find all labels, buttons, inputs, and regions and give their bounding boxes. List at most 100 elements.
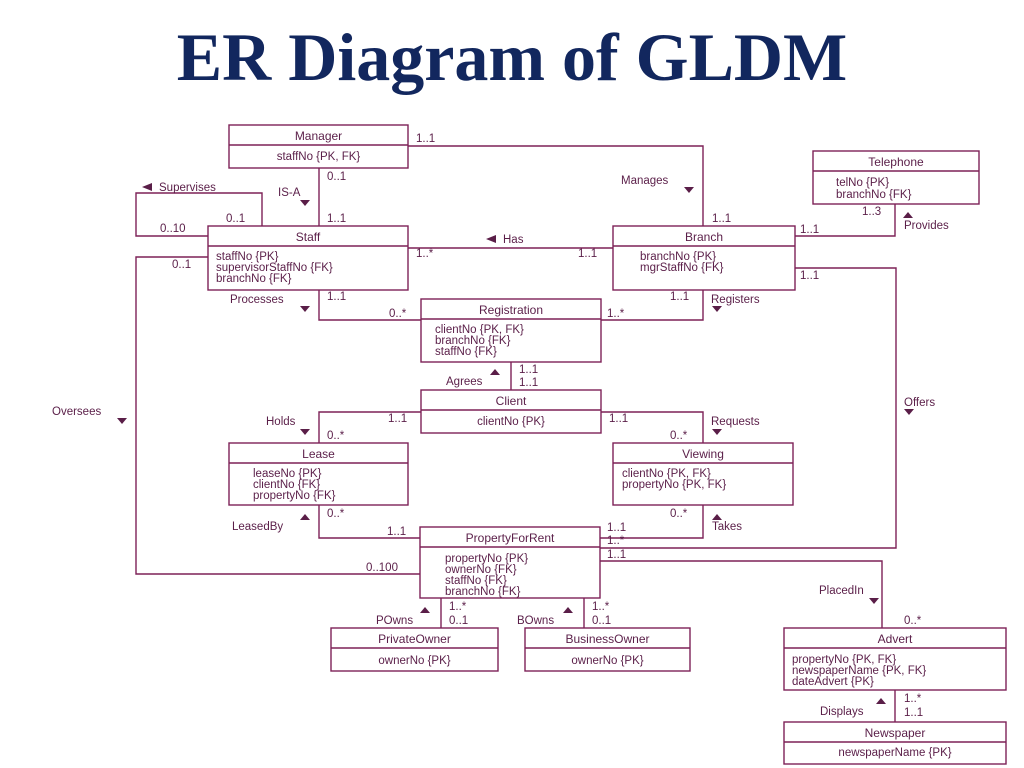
entity-viewing[interactable]: Viewing clientNo {PK, FK} propertyNo {PK… (612, 442, 794, 506)
entity-name: Lease (302, 447, 335, 461)
entity-name: Client (496, 394, 527, 408)
entity-attribute: staffNo {FK} (445, 575, 507, 587)
line-requests (601, 411, 704, 443)
multiplicity: 1..1 (670, 291, 689, 303)
multiplicity: 0..10 (160, 223, 186, 235)
entity-attribute: propertyNo {FK} (253, 490, 336, 502)
multiplicity: 1..1 (800, 224, 819, 236)
rel-label-displays: Displays (820, 706, 864, 718)
line-holds (318, 411, 421, 443)
arrow-down-icon (869, 598, 879, 604)
multiplicity: 0..* (670, 508, 688, 520)
entity-name: Telephone (868, 155, 924, 169)
multiplicity: 0..* (670, 430, 688, 442)
entity-attribute: branchNo {FK} (445, 586, 521, 598)
arrow-up-icon (903, 212, 913, 218)
line-leasedby (318, 505, 420, 539)
multiplicity: 1..* (904, 693, 922, 705)
arrow-down-icon (684, 187, 694, 193)
rel-label-processes: Processes (230, 294, 284, 306)
arrow-down-icon (117, 418, 127, 424)
entity-attribute: dateAdvert {PK} (792, 676, 874, 688)
rel-label-offers: Offers (904, 397, 935, 409)
entity-attribute: leaseNo {PK} (253, 468, 322, 480)
entity-attribute: staffNo {FK} (435, 346, 497, 358)
entity-lease[interactable]: Lease leaseNo {PK} clientNo {FK} propert… (228, 442, 409, 506)
multiplicity: 1..1 (800, 270, 819, 282)
entity-attribute: propertyNo {PK} (445, 553, 528, 565)
rel-label-bowns: BOwns (517, 615, 554, 627)
entity-advert[interactable]: Advert propertyNo {PK, FK} newspaperName… (783, 627, 1007, 691)
rel-label-has: Has (503, 234, 524, 246)
line-processes (318, 290, 421, 321)
arrow-up-icon (876, 698, 886, 704)
rel-label-provides: Provides (904, 220, 949, 232)
rel-label-powns: POwns (376, 615, 413, 627)
arrow-up-icon (563, 607, 573, 613)
entity-manager[interactable]: Manager staffNo {PK, FK} (228, 124, 409, 169)
rel-label-supervises: Supervises (159, 182, 216, 194)
line-placedin (600, 560, 883, 628)
rel-label-leasedby: LeasedBy (232, 521, 283, 533)
entity-attribute: clientNo {PK} (477, 416, 545, 428)
entity-attribute: staffNo {PK, FK} (277, 151, 361, 163)
arrow-left-icon (486, 235, 496, 243)
arrow-up-icon (490, 369, 500, 375)
arrow-up-icon (420, 607, 430, 613)
multiplicity: 0..* (389, 308, 407, 320)
entity-name: PropertyForRent (466, 531, 555, 545)
rel-label-oversees: Oversees (52, 406, 101, 418)
multiplicity: 1..1 (712, 213, 731, 225)
entity-private-owner[interactable]: PrivateOwner ownerNo {PK} (330, 627, 499, 672)
entity-property-for-rent[interactable]: PropertyForRent propertyNo {PK} ownerNo … (419, 526, 601, 599)
relationship-lines (135, 145, 897, 722)
multiplicity: 1..* (416, 248, 434, 260)
entity-telephone[interactable]: Telephone telNo {PK} branchNo {FK} (812, 150, 980, 205)
multiplicity: 1..1 (607, 522, 626, 534)
multiplicity: 1..* (592, 601, 610, 613)
multiplicity: 0..* (327, 508, 345, 520)
arrow-left-icon (142, 183, 152, 191)
multiplicity: 1..1 (327, 213, 346, 225)
entity-registration[interactable]: Registration clientNo {PK, FK} branchNo … (420, 298, 602, 363)
entity-attribute: newspaperName {PK, FK} (792, 665, 926, 677)
rel-label-holds: Holds (266, 416, 296, 428)
entity-client[interactable]: Client clientNo {PK} (420, 389, 602, 434)
multiplicity: 1..1 (388, 413, 407, 425)
rel-label-takes: Takes (712, 521, 742, 533)
line-registers (601, 290, 704, 321)
arrow-down-icon (300, 429, 310, 435)
entity-attribute: newspaperName {PK} (838, 747, 951, 759)
line-supervises (135, 192, 263, 237)
entity-business-owner[interactable]: BusinessOwner ownerNo {PK} (524, 627, 691, 672)
rel-label-agrees: Agrees (446, 376, 483, 388)
entity-name: Advert (878, 632, 913, 646)
relationship-labels: Supervises IS-A Manages Provides Has Pro… (52, 175, 949, 718)
arrow-up-icon (712, 514, 722, 520)
rel-label-manages: Manages (621, 175, 669, 187)
rel-label-requests: Requests (711, 416, 760, 428)
arrow-up-icon (300, 514, 310, 520)
entity-name: BusinessOwner (565, 632, 649, 646)
multiplicity: 1..* (607, 535, 625, 547)
entity-staff[interactable]: Staff staffNo {PK} supervisorStaffNo {FK… (207, 225, 409, 291)
multiplicity: 0..1 (172, 259, 191, 271)
entity-newspaper[interactable]: Newspaper newspaperName {PK} (783, 721, 1007, 765)
slide-title: ER Diagram of GLDM (176, 19, 848, 95)
line-manages (408, 145, 704, 226)
rel-label-isa: IS-A (278, 187, 301, 199)
arrow-down-icon (300, 306, 310, 312)
entity-attribute: mgrStaffNo {FK} (640, 262, 724, 274)
line-oversees (135, 256, 420, 575)
multiplicity: 1..* (449, 601, 467, 613)
entity-name: Viewing (682, 447, 724, 461)
entity-branch[interactable]: Branch branchNo {PK} mgrStaffNo {FK} (612, 225, 796, 291)
multiplicity: 0..1 (592, 615, 611, 627)
multiplicity: 0..1 (226, 213, 245, 225)
multiplicity: 1..3 (862, 206, 881, 218)
multiplicity: 1..1 (607, 549, 626, 561)
arrow-down-icon (904, 409, 914, 415)
entity-attribute: clientNo {PK, FK} (622, 468, 711, 480)
multiplicity: 1..1 (578, 248, 597, 260)
